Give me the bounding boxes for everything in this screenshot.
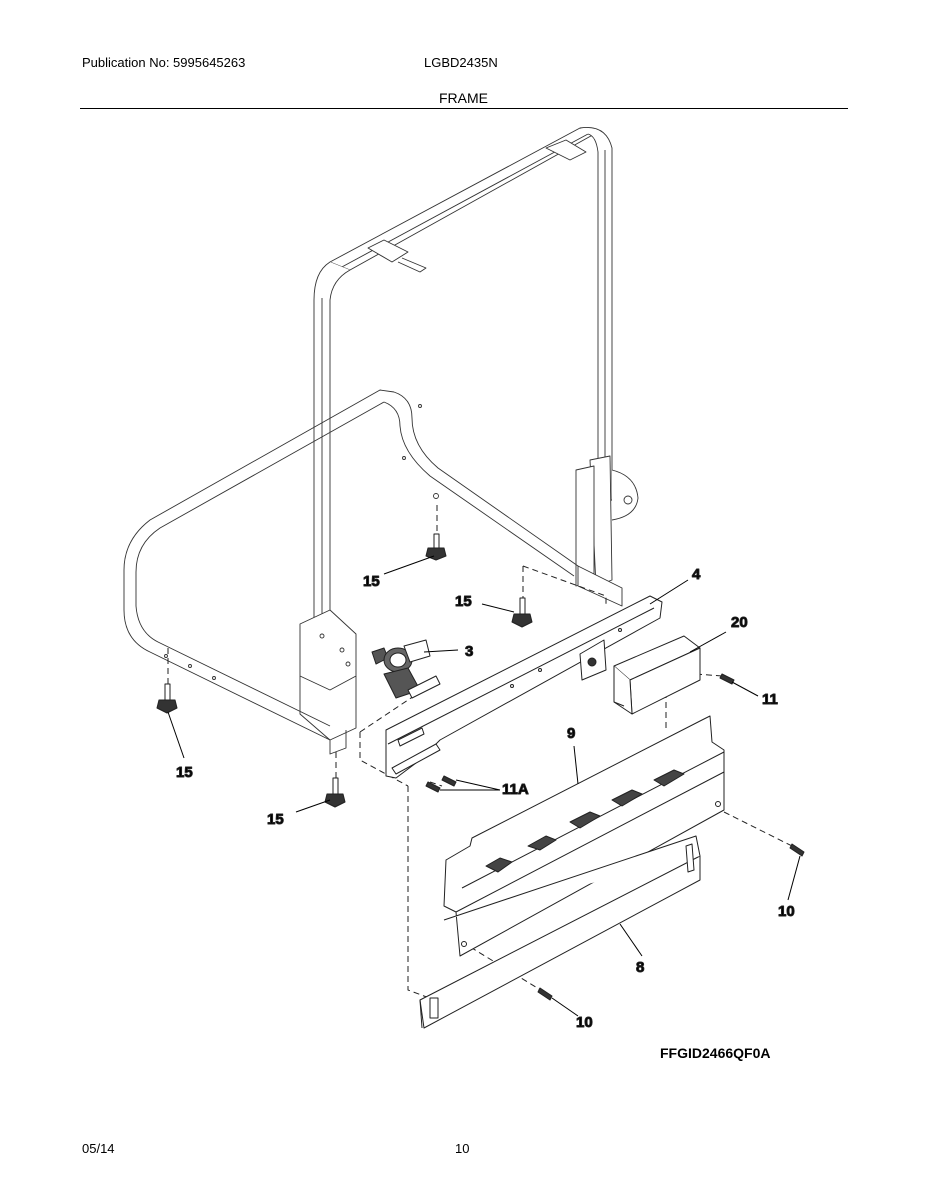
- callout-9: 9: [567, 725, 575, 742]
- callout-11: 11: [762, 691, 778, 708]
- callout-4: 4: [692, 566, 701, 583]
- inlet-valve: [371, 639, 441, 699]
- screw-10-right: [789, 843, 805, 857]
- screws-11a: [425, 775, 457, 793]
- callout-15-front: 15: [267, 811, 284, 828]
- page-number: 10: [455, 1141, 470, 1156]
- footer-date: 05/14: [82, 1141, 115, 1156]
- callout-8: 8: [636, 959, 644, 976]
- callout-15-middle: 15: [455, 593, 472, 610]
- callout-10-right: 10: [778, 903, 795, 920]
- front-support-rail: [385, 595, 663, 779]
- callout-11a: 11A: [502, 781, 529, 798]
- callout-10-bottom: 10: [576, 1014, 593, 1031]
- cover-box: [613, 635, 701, 715]
- screw-10-bottom: [537, 987, 553, 1001]
- callout-3: 3: [465, 643, 473, 660]
- leveling-leg-middle: [511, 597, 533, 628]
- toe-kick-bracket: [443, 715, 725, 957]
- leveling-leg-front: [324, 777, 346, 808]
- leveling-leg-left: [156, 683, 178, 714]
- publication-number: Publication No: 5995645263: [82, 55, 246, 70]
- leader-lines: [167, 555, 801, 1017]
- tub-frame: [123, 126, 639, 755]
- toe-kick-panel: [419, 835, 701, 1029]
- header-rule: [80, 108, 848, 109]
- leveling-leg-upper: [425, 533, 447, 561]
- callout-20: 20: [731, 614, 748, 631]
- diagram-id: FFGID2466QF0A: [660, 1045, 771, 1061]
- callout-15-left: 15: [176, 764, 193, 781]
- model-number: LGBD2435N: [424, 55, 498, 70]
- screw-11: [719, 673, 735, 685]
- callout-15-upper: 15: [363, 573, 380, 590]
- section-title: FRAME: [439, 90, 488, 106]
